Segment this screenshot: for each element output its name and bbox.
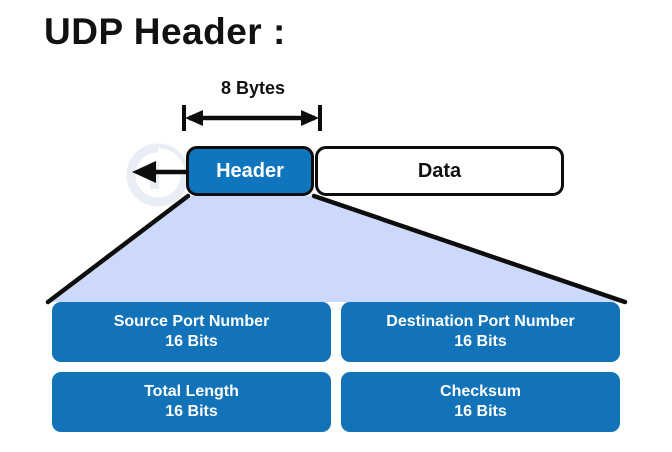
field-destination-port: Destination Port Number 16 Bits bbox=[341, 302, 620, 362]
field-total-length: Total Length 16 Bits bbox=[52, 372, 331, 432]
double-headed-arrow-icon bbox=[182, 105, 322, 131]
field-size: 16 Bits bbox=[454, 333, 507, 350]
left-arrow-icon bbox=[132, 161, 188, 183]
field-checksum: Checksum 16 Bits bbox=[341, 372, 620, 432]
data-box: Data bbox=[315, 146, 564, 196]
page-title: UDP Header : bbox=[44, 11, 286, 52]
field-name: Source Port Number bbox=[113, 313, 270, 331]
dimension-label: 8 Bytes bbox=[220, 78, 286, 98]
header-box-label: Header bbox=[216, 159, 284, 182]
data-box-label: Data bbox=[417, 159, 462, 182]
field-name: Total Length bbox=[144, 383, 239, 401]
header-box: Header bbox=[186, 146, 314, 196]
field-name: Checksum bbox=[440, 383, 521, 401]
field-size: 16 Bits bbox=[454, 403, 507, 420]
field-source-port: Source Port Number 16 Bits bbox=[52, 302, 331, 362]
field-size: 16 Bits bbox=[165, 333, 218, 350]
field-size: 16 Bits bbox=[165, 403, 218, 420]
header-field-grid: Source Port Number 16 Bits Destination P… bbox=[52, 302, 620, 432]
field-name: Destination Port Number bbox=[386, 313, 575, 331]
